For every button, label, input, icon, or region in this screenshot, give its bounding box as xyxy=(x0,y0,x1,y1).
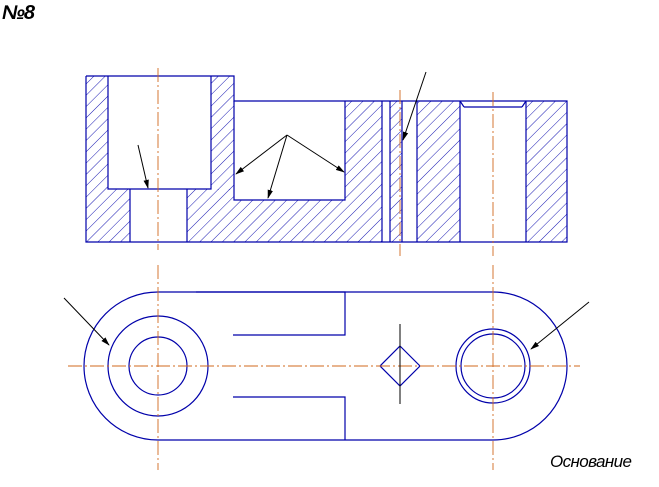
section-centerlines xyxy=(157,68,494,256)
section-view xyxy=(85,68,568,256)
section-outline xyxy=(85,75,568,243)
section-leaders xyxy=(137,71,427,199)
top-view-centerlines xyxy=(68,265,580,470)
drawing-number-label: №8 xyxy=(2,2,35,24)
part-name-label: Основание xyxy=(550,452,632,471)
top-view xyxy=(63,265,590,470)
section-hatching xyxy=(86,76,567,242)
top-view-leaders xyxy=(63,297,590,350)
